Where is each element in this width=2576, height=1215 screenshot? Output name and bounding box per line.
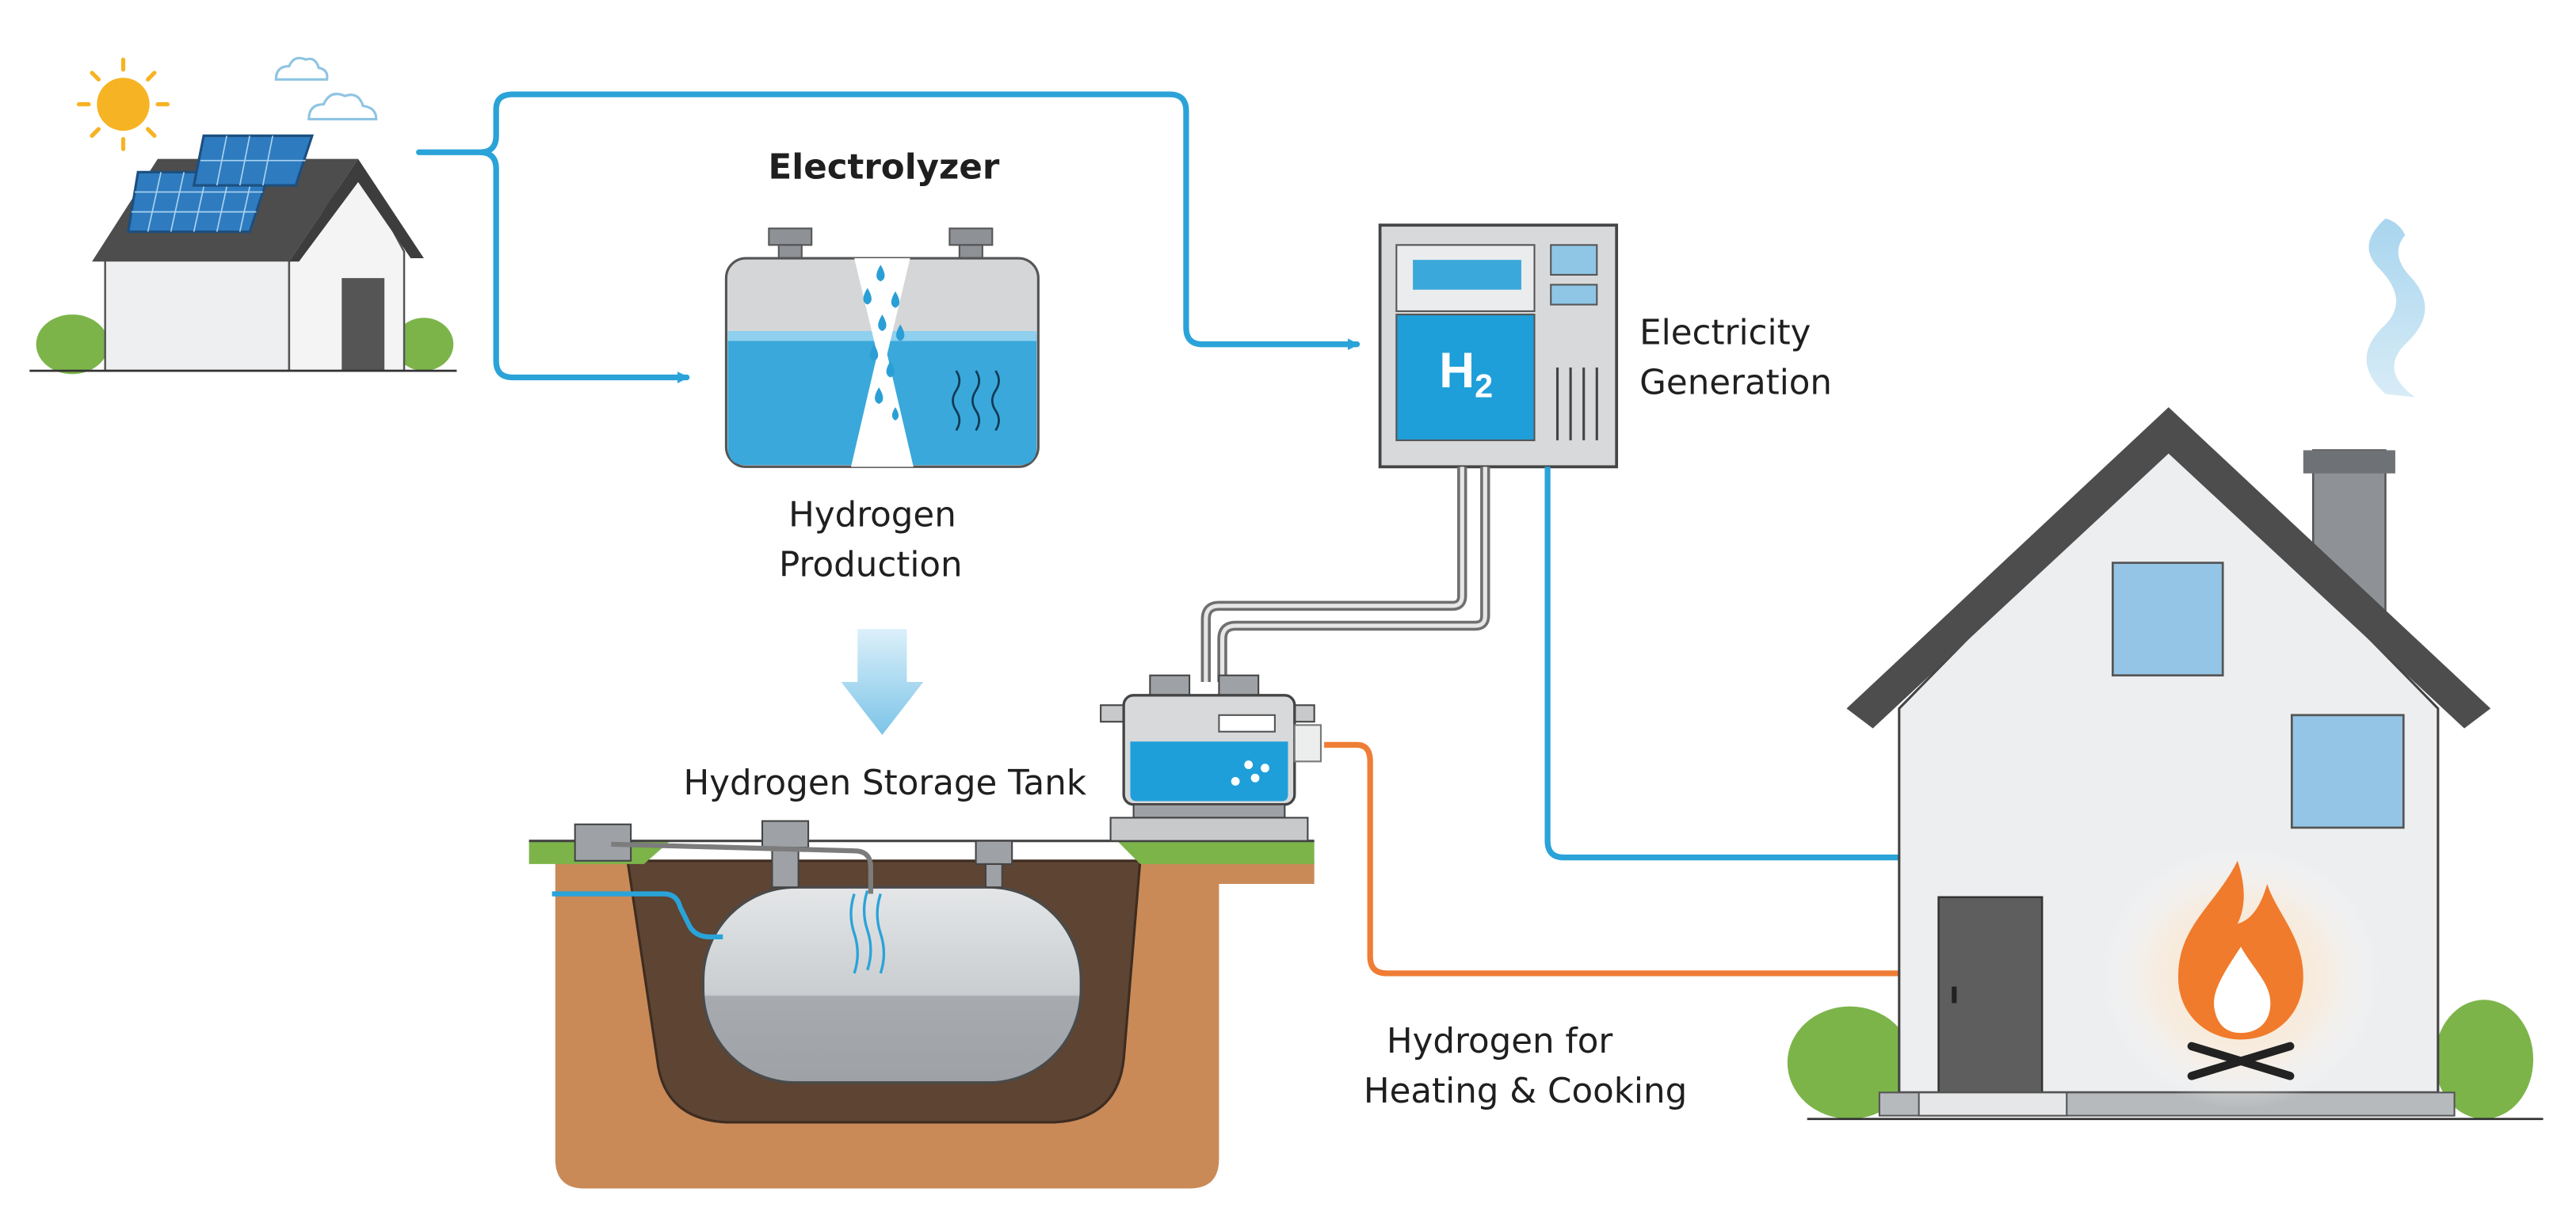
down-arrow-icon — [841, 629, 924, 735]
heating-cooking-label-line2: Heating & Cooking — [1364, 1071, 1687, 1111]
compressor-unit-icon — [1100, 674, 1322, 842]
hydrogen-production-label-line1: Hydrogen — [788, 494, 956, 535]
electrolyzer-icon — [724, 227, 1040, 468]
tank-gas-pipe — [611, 841, 873, 894]
cloud-icon — [274, 56, 378, 121]
hydrogen-gas-pipes — [1200, 467, 1490, 683]
fuel-cell-unit-icon — [1378, 223, 1619, 469]
electricity-generation-label-line2: Generation — [1639, 362, 1832, 402]
h2-symbol-letter: H — [1439, 343, 1475, 398]
electricity-generation-label-line1: Electricity — [1639, 313, 1811, 353]
solar-power-flow — [416, 91, 1361, 383]
heating-cooking-label-line1: Hydrogen for — [1387, 1021, 1612, 1061]
sun-icon — [76, 57, 170, 151]
hydrogen-production-label-line2: Production — [779, 544, 963, 585]
h2-symbol: H2 — [1439, 343, 1493, 405]
h2-symbol-subscript: 2 — [1475, 367, 1493, 404]
chimney-smoke — [2366, 218, 2425, 398]
tank-water-line — [551, 891, 723, 940]
storage-tank-label: Hydrogen Storage Tank — [684, 763, 1087, 803]
fire-icon — [2099, 844, 2383, 1110]
solar-panel-icon — [126, 134, 315, 234]
electrolyzer-title: Electrolyzer — [769, 147, 1000, 188]
